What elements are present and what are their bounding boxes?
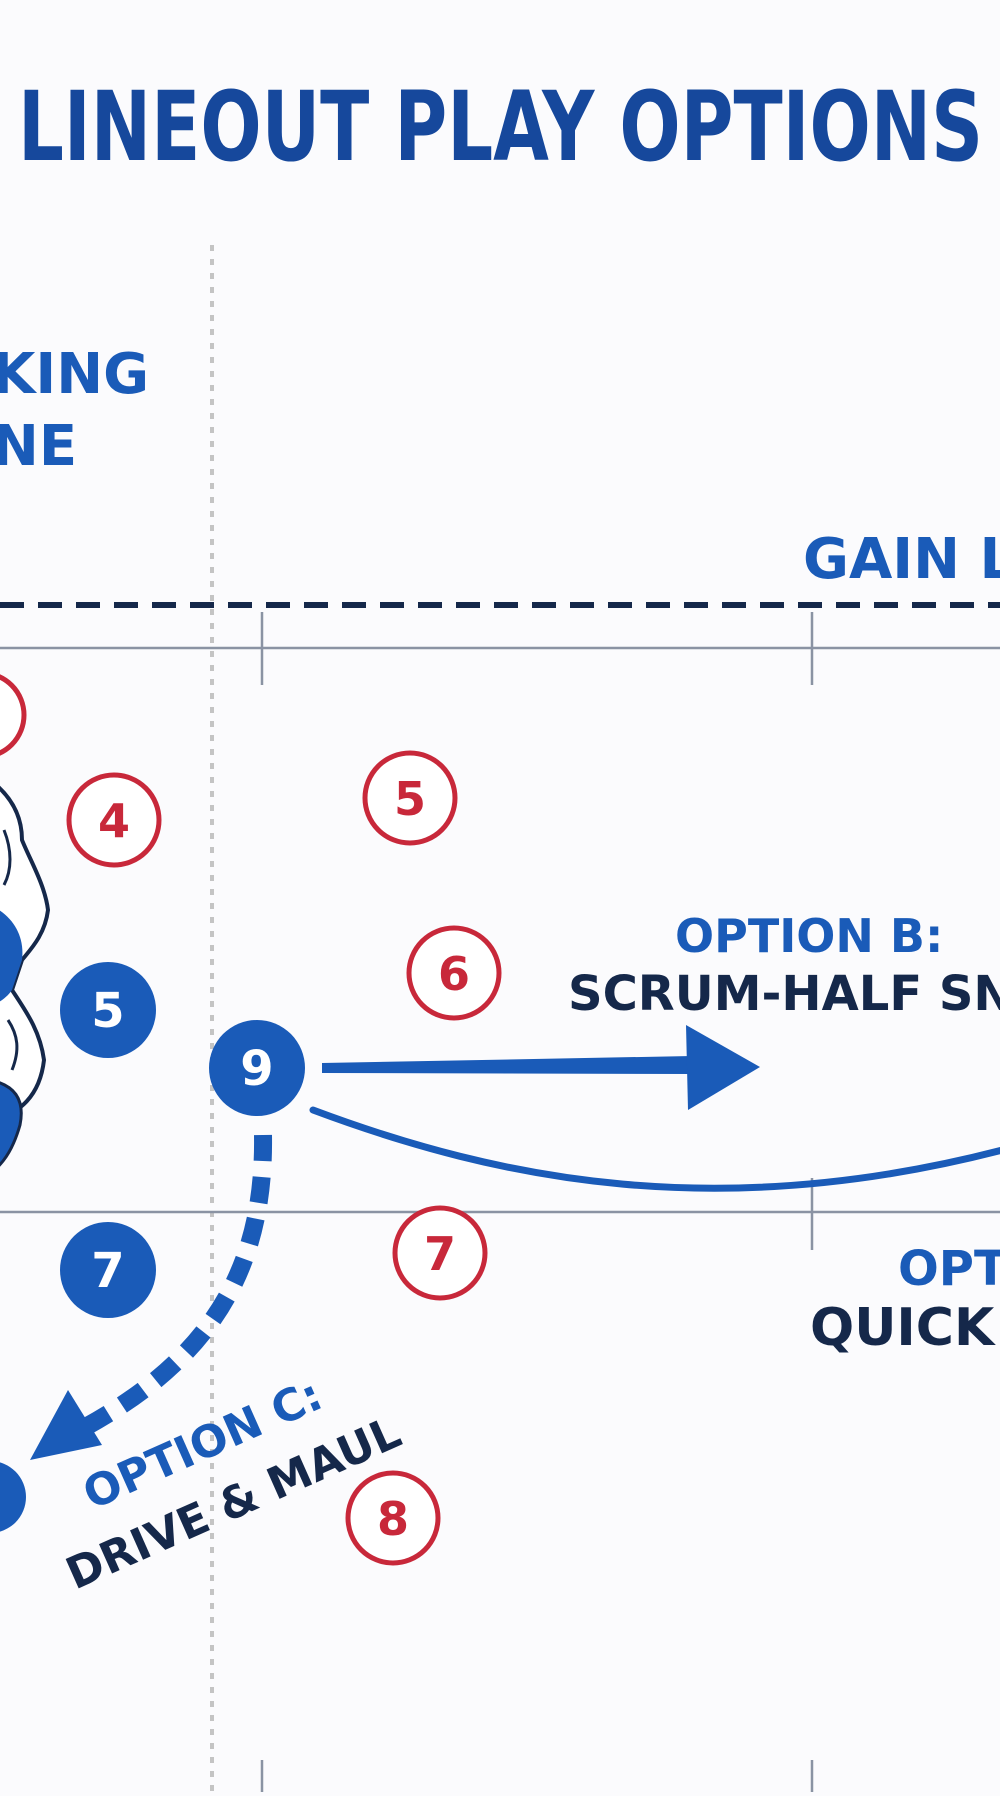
option-b-label: OPTION B:	[675, 909, 943, 963]
option-b-arrow	[322, 1025, 760, 1110]
diagram-title: LINEOUT PLAY OPTIONS	[18, 71, 983, 183]
option-a-label: OPTI	[898, 1241, 1000, 1297]
defender-circle-cropped	[0, 674, 27, 756]
defender-5-number: 5	[394, 772, 426, 826]
defender-4-number: 4	[98, 794, 130, 848]
defender-7: 7	[392, 1205, 488, 1301]
defender-6-number: 6	[438, 947, 470, 1001]
defender-8: 8	[345, 1470, 441, 1566]
attacker-cropped	[0, 1462, 26, 1532]
defender-8-number: 8	[377, 1492, 409, 1546]
attacker-5: 5	[60, 962, 156, 1058]
attacking-line-label-1: KING	[0, 342, 149, 407]
option-a-description: QUICK B	[810, 1298, 1000, 1358]
option-b-description: SCRUM-HALF SNIPE	[568, 966, 1000, 1022]
option-a-arrow	[309, 1106, 1000, 1192]
defender-4: 4	[66, 772, 162, 868]
scrum-half-9: 9	[209, 1020, 305, 1116]
attacker-5-number: 5	[91, 983, 124, 1039]
attacker-7-number: 7	[91, 1243, 124, 1299]
defender-7-number: 7	[424, 1227, 456, 1281]
gain-line-label: GAIN LI	[803, 527, 1000, 592]
scrum-half-9-number: 9	[240, 1041, 273, 1097]
defender-6: 6	[406, 925, 502, 1021]
defender-5: 5	[362, 750, 458, 846]
attacking-line-label-2: NE	[0, 414, 77, 479]
attacker-7: 7	[60, 1222, 156, 1318]
option-c-arrow	[30, 1134, 273, 1460]
lineout-jumper-illustration	[0, 785, 51, 1167]
